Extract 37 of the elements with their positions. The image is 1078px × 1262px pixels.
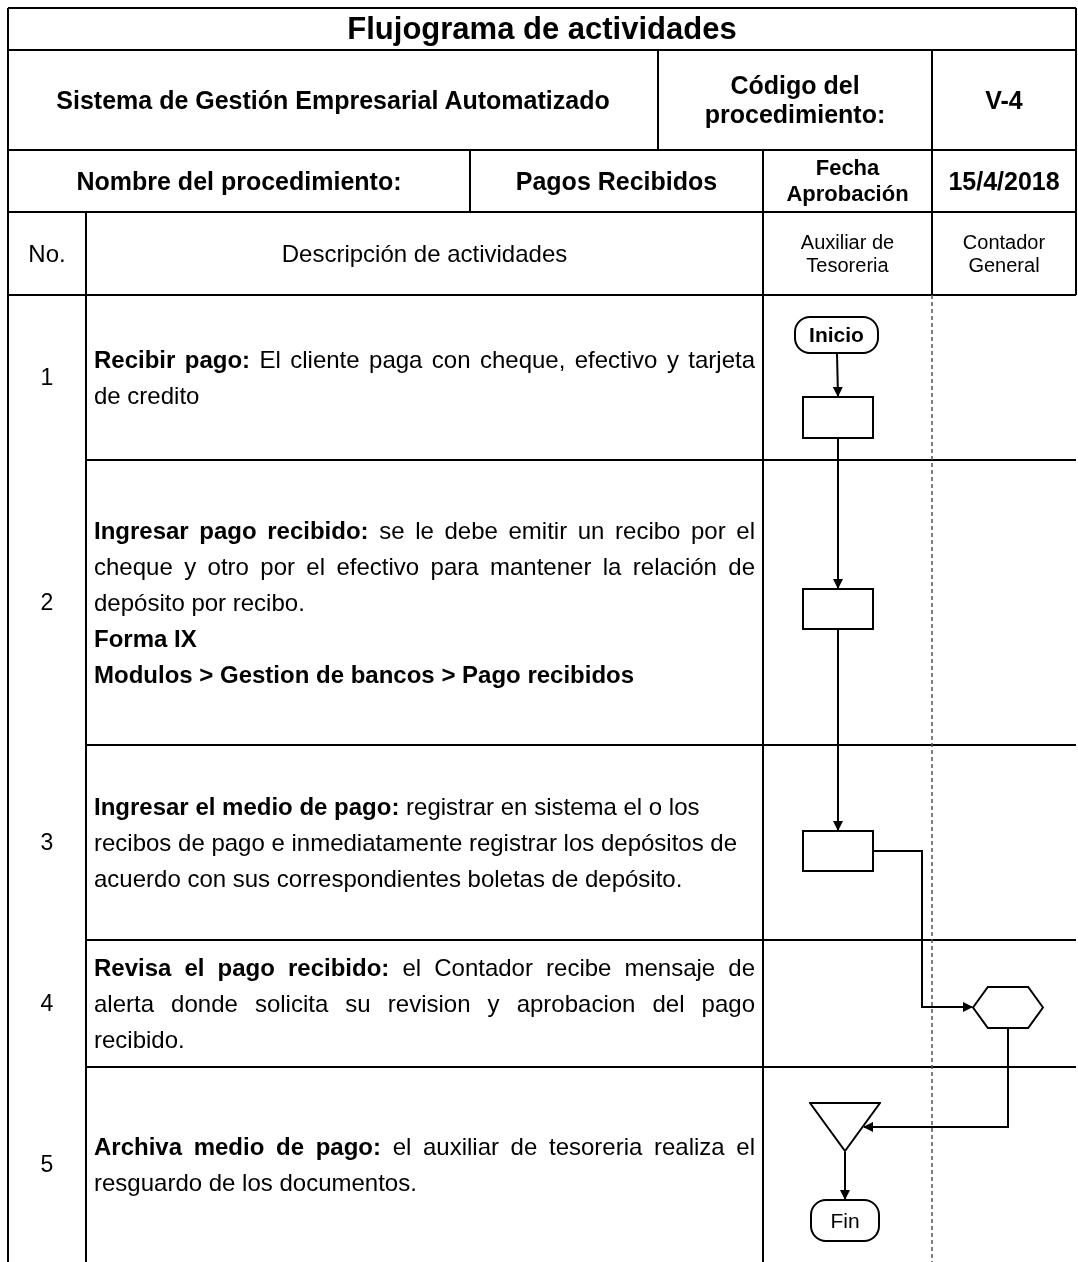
arrow [833,438,843,589]
header-label: Sistema de Gestión Empresarial Automatizado [56,85,610,115]
header-label: V-4 [985,85,1023,115]
preparation-hexagon [972,986,1044,1029]
header-label: Nombre del procedimiento: [76,166,402,196]
header-label: 15/4/2018 [948,166,1060,196]
process-box [802,830,874,872]
end-terminal: Fin [810,1199,880,1242]
archive-triangle [809,1102,881,1152]
header-label: Código del procedimiento: [703,71,887,129]
activity-description: Recibir pago: El cliente paga con cheque, efectivo y tarjeta de credito [94,344,755,411]
activity-description: Archiva medio de pago: el auxiliar de tesoreria realiza el resguardo de los documentos. [94,1131,755,1198]
arrow [873,850,973,1012]
column-header: Auxiliar de Tesoreria [799,230,896,277]
activity-description: Ingresar el medio de pago: registrar en sistema el o los recibos de pago e inmediatamente registrar los depósitos de acuerdo con sus correspondientes boletas de depósito. [94,791,739,894]
form-reference: Forma IX [94,623,198,654]
process-box [802,588,874,630]
arrow [863,1028,1009,1132]
activity-description: Ingresar pago recibido: se le debe emitir un recibo por el cheque y otro por el efectivo para mantener la relación de depósito por recibo. [94,515,755,618]
column-header: No. [28,239,66,268]
arrow [832,353,843,397]
menu-path: Modulos > Gestion de bancos > Pago recibidos [94,659,636,690]
process-box [802,396,874,439]
row-number: 1 [40,364,54,391]
arrow [833,629,843,831]
arrow [840,1151,850,1200]
title: Flujograma de actividades [347,11,737,47]
start-terminal: Inicio [794,316,879,354]
header-label: Pagos Recibidos [515,166,718,196]
row-number: 3 [40,829,54,856]
activity-description: Revisa el pago recibido: el Contador recibe mensaje de alerta donde solicita su revision y aprobacion del pago recibido. [94,952,755,1055]
row-number: 4 [40,990,54,1017]
header-label: Fecha Aprobación [785,155,910,207]
row-number: 5 [40,1151,54,1178]
column-header: Descripción de actividades [281,239,568,268]
column-header: Contador General [961,230,1047,277]
row-number: 2 [40,589,54,616]
